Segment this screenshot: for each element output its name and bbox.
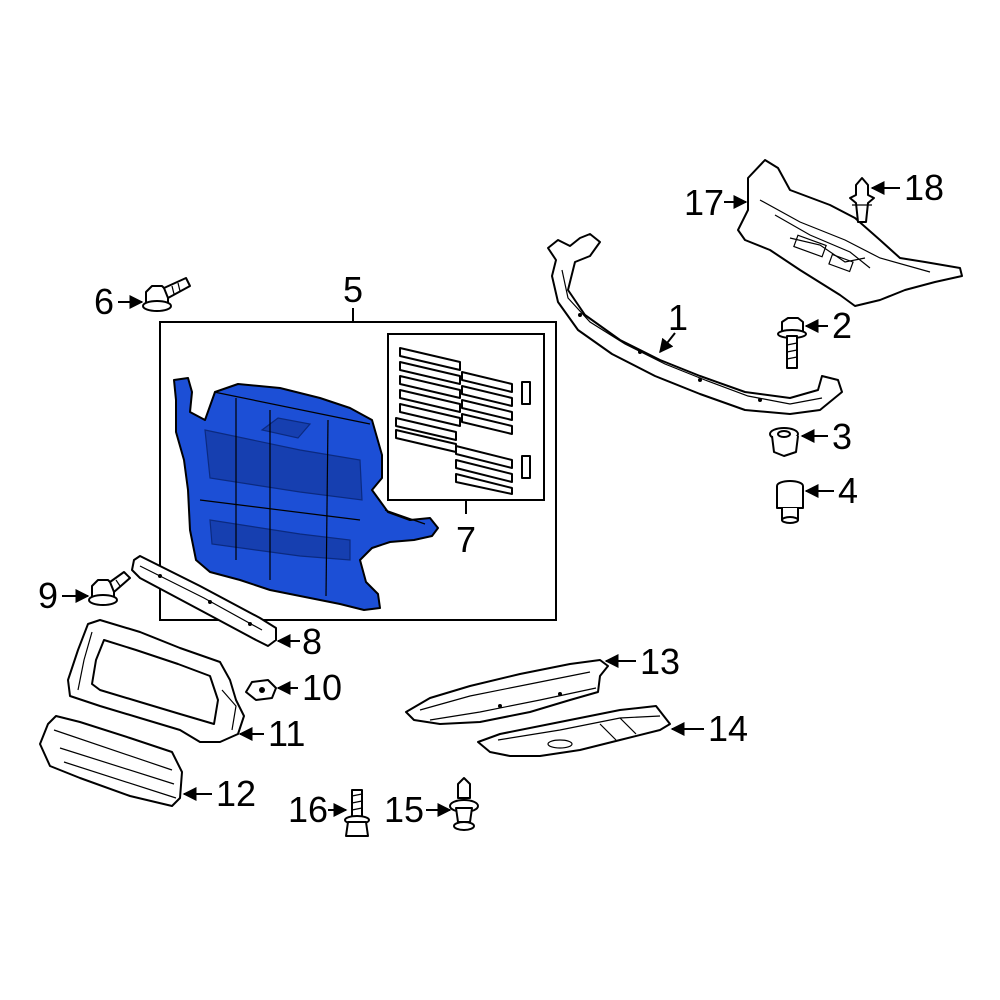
part-5-group-box: [159, 321, 557, 621]
callout-10: 10: [276, 667, 342, 708]
part-4-bushing[interactable]: [776, 480, 804, 524]
callout-16: 16: [288, 789, 348, 830]
callout-11: 11: [238, 713, 305, 754]
callout-13: 13: [604, 641, 680, 682]
callout-15: 15: [384, 789, 452, 830]
part-2-bolt[interactable]: [777, 317, 807, 369]
svg-text:17: 17: [684, 182, 724, 223]
callout-3: 3: [800, 416, 852, 457]
part-18-push-clip[interactable]: [849, 177, 875, 223]
part-12-lower-deflector[interactable]: [39, 715, 183, 807]
part-11-air-deflector[interactable]: [67, 619, 245, 743]
callout-2: 2: [804, 305, 852, 346]
callout-9: 9: [38, 575, 90, 616]
svg-text:9: 9: [38, 575, 58, 616]
part-10-clip-nut[interactable]: [245, 679, 277, 701]
callout-8: 8: [276, 621, 322, 662]
part-9-bolt[interactable]: [88, 571, 131, 606]
callout-4: 4: [804, 470, 858, 511]
part-14-lower-shield[interactable]: [477, 705, 671, 757]
callout-18: 18: [870, 167, 944, 208]
svg-text:8: 8: [302, 621, 322, 662]
part-17-cover[interactable]: [737, 159, 963, 307]
part-7-shutter-vanes[interactable]: [395, 347, 531, 495]
svg-text:3: 3: [832, 416, 852, 457]
svg-text:14: 14: [708, 708, 748, 749]
callout-12: 12: [182, 773, 256, 814]
svg-text:16: 16: [288, 789, 328, 830]
part-3-grommet[interactable]: [769, 427, 799, 457]
part-6-bolt[interactable]: [142, 277, 191, 312]
callout-14: 14: [670, 708, 748, 749]
svg-text:7: 7: [456, 519, 476, 560]
svg-text:18: 18: [904, 167, 944, 208]
callout-7: 7: [456, 500, 476, 560]
part-5-radiator-support[interactable]: [173, 377, 439, 611]
part-16-bolt[interactable]: [344, 789, 370, 837]
part-15-push-pin[interactable]: [449, 777, 479, 831]
callout-1: 1: [659, 297, 688, 354]
svg-text:5: 5: [343, 269, 363, 310]
part-1-tie-bar[interactable]: [547, 233, 843, 415]
callout-5: 5: [343, 269, 363, 322]
svg-text:2: 2: [832, 305, 852, 346]
svg-text:12: 12: [216, 773, 256, 814]
svg-text:6: 6: [94, 281, 114, 322]
callout-17: 17: [684, 182, 748, 223]
svg-text:15: 15: [384, 789, 424, 830]
part-8-bracket[interactable]: [131, 555, 277, 647]
svg-text:10: 10: [302, 667, 342, 708]
svg-text:4: 4: [838, 470, 858, 511]
callout-6: 6: [94, 281, 144, 322]
part-13-splash-shield[interactable]: [405, 659, 609, 725]
svg-text:13: 13: [640, 641, 680, 682]
svg-text:11: 11: [268, 713, 305, 754]
svg-text:1: 1: [668, 297, 688, 338]
